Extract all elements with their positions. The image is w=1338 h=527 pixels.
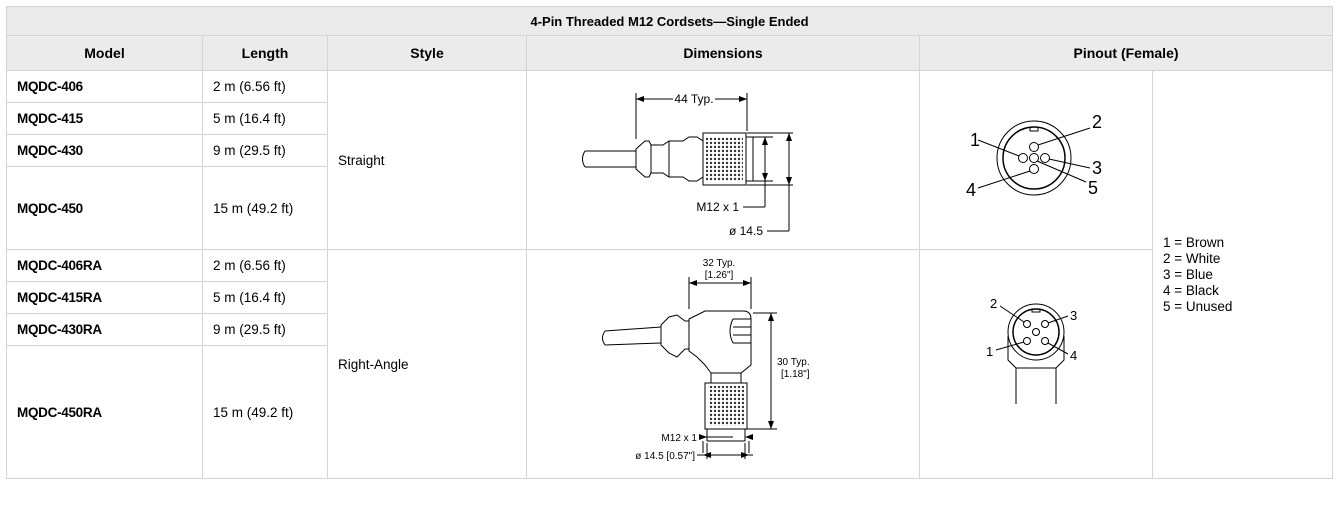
ra-width-inch-label: [1.26"] — [705, 270, 734, 281]
ra-pin-label-2: 2 — [990, 296, 997, 311]
style-cell: Right-Angle — [327, 249, 527, 479]
knurl-texture — [708, 386, 744, 426]
column-header-style: Style — [327, 35, 527, 71]
style-cell: Straight — [327, 70, 527, 250]
wire-color-4: 4 = Black — [1163, 282, 1219, 298]
pin-label-4: 4 — [966, 180, 976, 200]
table-row: MQDC-450RA 15 m (49.2 ft) — [6, 345, 1333, 479]
pin-label-3: 3 — [1092, 158, 1102, 178]
pin-label-2: 2 — [1092, 112, 1102, 132]
straight-length-label: 44 Typ. — [674, 92, 713, 106]
ra-pin-label-4: 4 — [1070, 348, 1077, 363]
length-cell: 15 m (49.2 ft) — [202, 166, 328, 250]
model-cell: MQDC-430RA — [6, 313, 203, 346]
wire-color-5: 5 = Unused — [1163, 298, 1233, 314]
model-cell: MQDC-406RA — [6, 249, 203, 282]
pin-label-5: 5 — [1088, 178, 1098, 198]
ra-thread-label: M12 x 1 — [661, 433, 697, 444]
right-angle-pinout-face: 2 3 1 4 — [986, 296, 1077, 404]
length-cell: 9 m (29.5 ft) — [202, 134, 328, 167]
model-cell: MQDC-450RA — [6, 345, 203, 479]
wire-color-legend: 1 = Brown 2 = White 3 = Blue 4 = Black 5… — [1151, 70, 1334, 479]
length-cell: 2 m (6.56 ft) — [202, 70, 328, 103]
length-cell: 5 m (16.4 ft) — [202, 102, 328, 135]
table-row: MQDC-415 5 m (16.4 ft) — [6, 102, 1333, 135]
straight-connector-drawing: 44 Typ. M12 x 1 ø 14.5 — [582, 92, 793, 235]
table-title: 4-Pin Threaded M12 Cordsets—Single Ended — [5, 6, 1334, 36]
right-angle-connector-drawing: 32 Typ. [1.26"] 30 Typ. [1.18"] M12 x 1 … — [602, 258, 810, 462]
table-row: MQDC-406RA 2 m (6.56 ft) Right-Angle — [6, 249, 1333, 479]
table-row: MQDC-415RA 5 m (16.4 ft) — [6, 281, 1333, 314]
wire-color-3: 3 = Blue — [1163, 266, 1213, 282]
model-cell: MQDC-415RA — [6, 281, 203, 314]
column-header-dimensions: Dimensions — [526, 35, 920, 71]
straight-pinout-face: 1 2 3 4 5 — [966, 112, 1102, 200]
column-header-model: Model — [6, 35, 203, 71]
right-angle-dimension-drawing: 32 Typ. [1.26"] 30 Typ. [1.18"] M12 x 1 … — [526, 249, 920, 479]
right-angle-pinout-drawing: 2 3 1 4 — [919, 249, 1153, 479]
length-cell: 15 m (49.2 ft) — [202, 345, 328, 479]
wire-color-1: 1 = Brown — [1163, 234, 1225, 250]
ra-pin-label-1: 1 — [986, 344, 993, 359]
model-cell: MQDC-430 — [6, 134, 203, 167]
column-header-pinout: Pinout (Female) — [918, 35, 1334, 71]
straight-pinout-drawing: 1 2 3 4 5 — [919, 70, 1153, 250]
table-row: MQDC-406 2 m (6.56 ft) Straight — [6, 70, 1334, 479]
knurl-texture — [706, 137, 743, 181]
model-cell: MQDC-450 — [6, 166, 203, 250]
ra-height-label: 30 Typ. — [777, 357, 810, 368]
straight-diameter-label: ø 14.5 — [729, 224, 763, 235]
model-cell: MQDC-415 — [6, 102, 203, 135]
model-cell: MQDC-406 — [6, 70, 203, 103]
wire-color-2: 2 = White — [1163, 250, 1221, 266]
straight-dimension-drawing: 44 Typ. M12 x 1 ø 14.5 — [526, 70, 920, 250]
length-cell: 2 m (6.56 ft) — [202, 249, 328, 282]
column-header-length: Length — [202, 35, 328, 71]
straight-thread-label: M12 x 1 — [696, 200, 739, 214]
pin-label-1: 1 — [970, 130, 980, 150]
ra-diameter-label: ø 14.5 [0.57"] — [635, 451, 695, 462]
ra-width-label: 32 Typ. — [703, 258, 736, 269]
ra-height-inch-label: [1.18"] — [781, 369, 810, 380]
length-cell: 5 m (16.4 ft) — [202, 281, 328, 314]
cordset-spec-table: 4-Pin Threaded M12 Cordsets—Single Ended… — [5, 6, 1334, 479]
length-cell: 9 m (29.5 ft) — [202, 313, 328, 346]
ra-pin-label-3: 3 — [1070, 308, 1077, 323]
table-row: MQDC-430 9 m (29.5 ft) — [6, 134, 1333, 167]
